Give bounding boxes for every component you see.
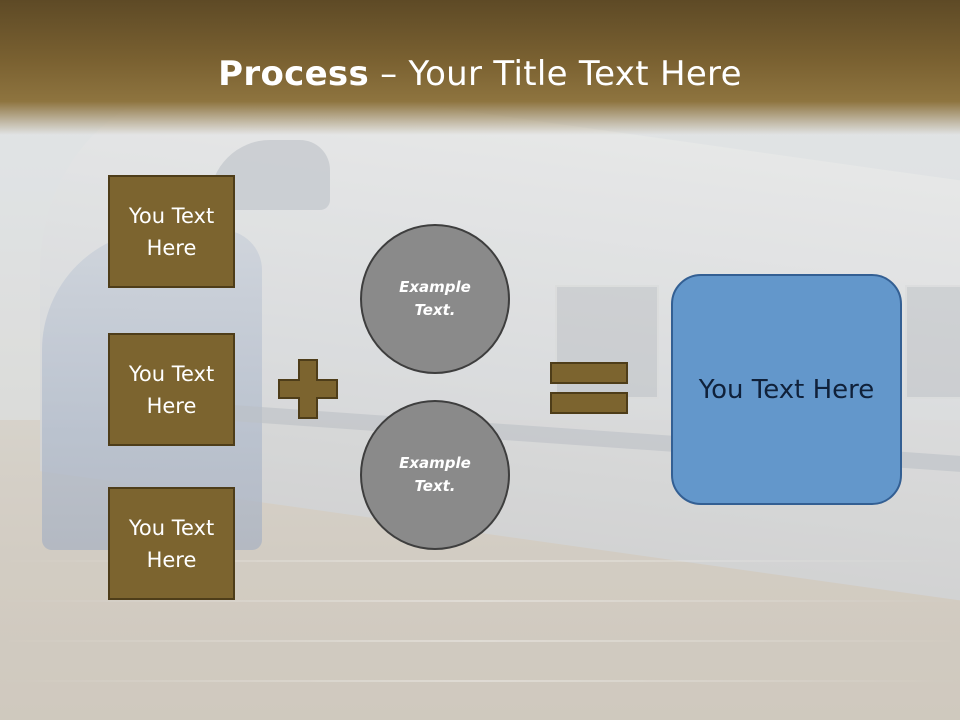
title-bold: Process — [218, 54, 370, 94]
motion-streak — [0, 680, 960, 682]
text-box-1[interactable]: You Text Here — [108, 175, 235, 288]
equals-icon — [550, 362, 628, 414]
text-box-label: You Text Here — [128, 361, 215, 418]
result-label: You Text Here — [698, 374, 875, 405]
example-circle-2[interactable]: Example Text. — [360, 400, 510, 550]
example-circle-1[interactable]: Example Text. — [360, 224, 510, 374]
train-side-window — [905, 285, 960, 399]
circle-label: Example Text. — [399, 278, 471, 319]
motion-streak — [0, 600, 960, 602]
slide-title: Process – Your Title Text Here — [0, 52, 960, 96]
text-box-label: You Text Here — [128, 203, 215, 260]
text-box-3[interactable]: You Text Here — [108, 487, 235, 600]
title-rest: – Your Title Text Here — [369, 54, 742, 94]
motion-streak — [0, 640, 960, 642]
circle-label: Example Text. — [399, 454, 471, 495]
text-box-label: You Text Here — [128, 515, 215, 572]
motion-streak — [0, 560, 960, 562]
plus-icon — [278, 359, 338, 419]
result-box[interactable]: You Text Here — [671, 274, 902, 505]
text-box-2[interactable]: You Text Here — [108, 333, 235, 446]
header-band: Process – Your Title Text Here — [0, 0, 960, 135]
